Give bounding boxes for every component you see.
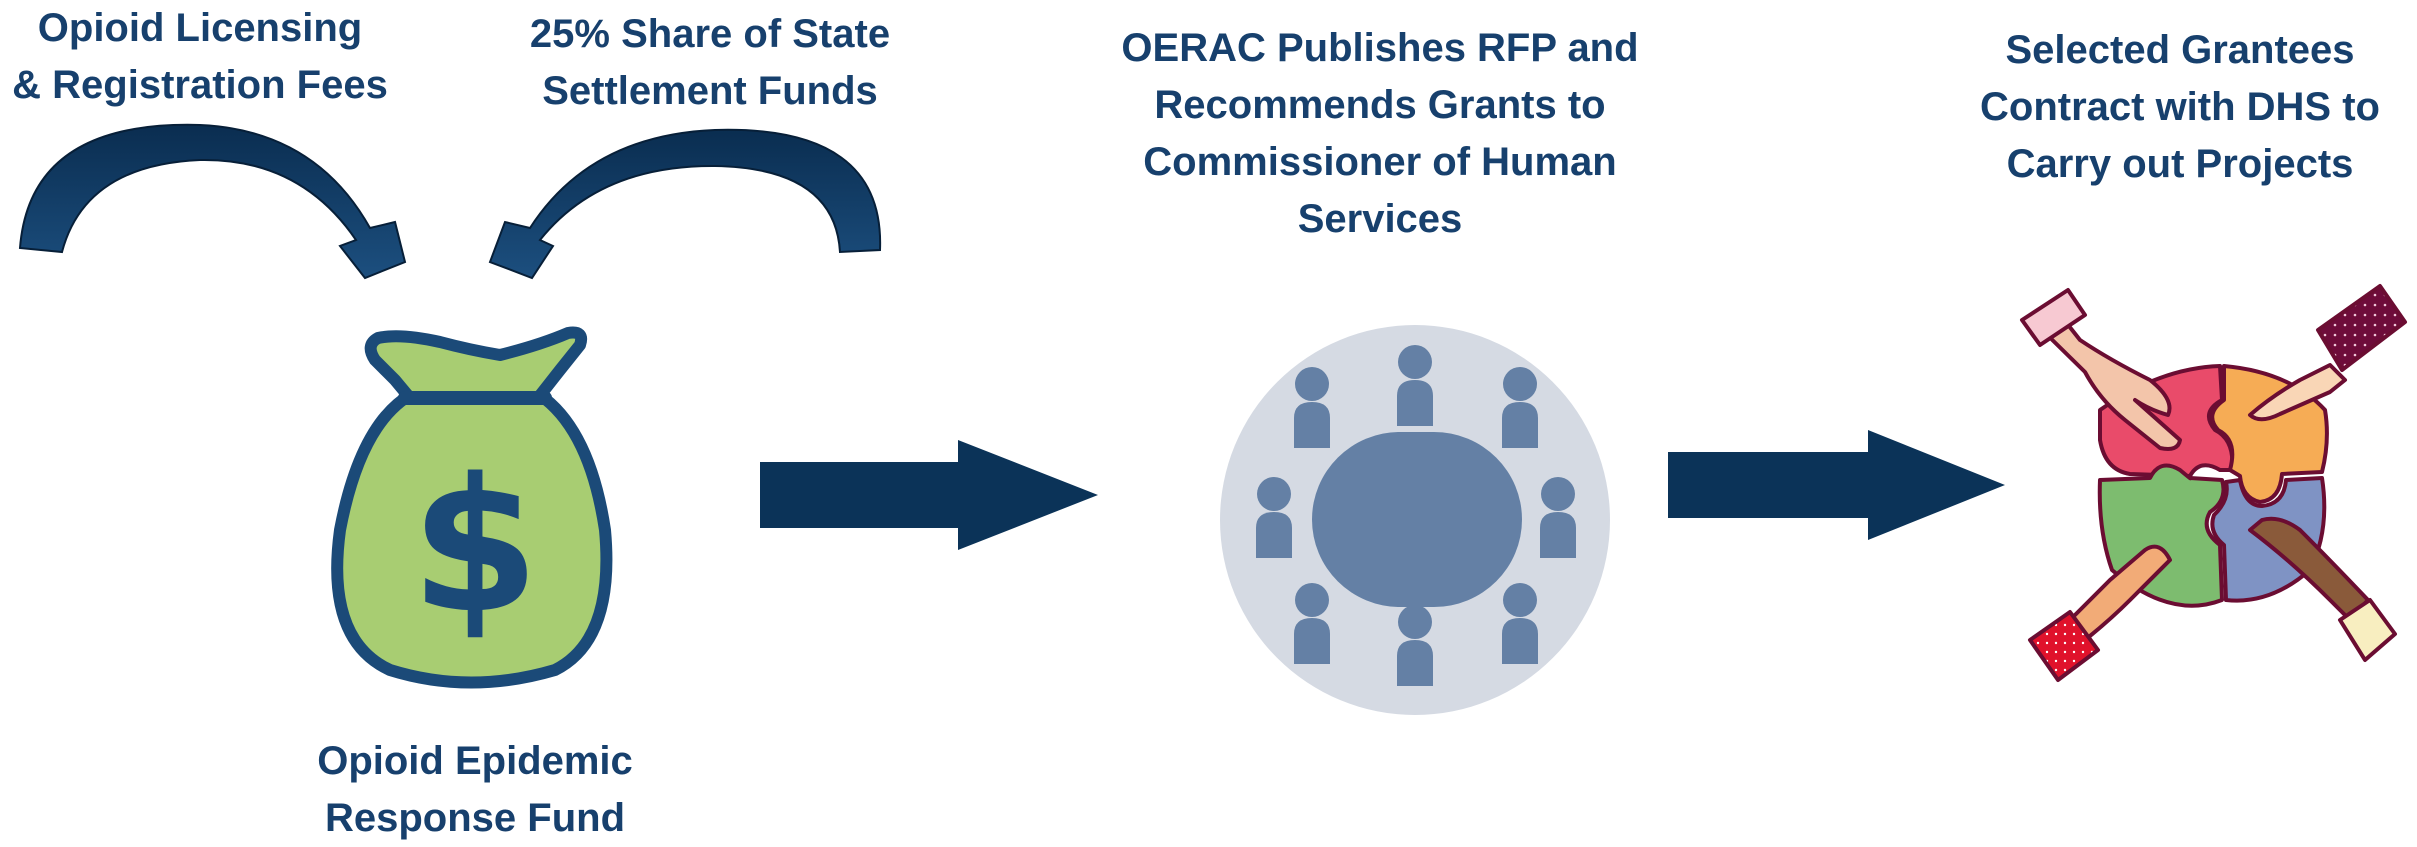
- source-settlement-funds-line-2: Settlement Funds: [542, 69, 878, 113]
- source-licensing-fees-line-2: & Registration Fees: [12, 63, 388, 107]
- dollar-sign-icon: $: [411, 438, 540, 654]
- fund-label-line-1: Opioid Epidemic: [317, 739, 633, 783]
- fund-label-line-2: Response Fund: [324, 796, 626, 840]
- puzzle-hands-icon: [2020, 284, 2407, 682]
- step-grantees-line-1: Selected Grantees: [2005, 28, 2355, 72]
- arrow-to-oerac-icon: [760, 440, 1098, 550]
- curved-arrow-left-icon: [18, 123, 407, 280]
- source-licensing-fees-label: Opioid Licensing & Registration Fees: [0, 0, 400, 114]
- step-oerac-line-4: Services: [1297, 197, 1463, 241]
- step-oerac-line-2: Recommends Grants to: [1154, 83, 1606, 127]
- step-grantees-line-3: Carry out Projects: [2006, 142, 2354, 186]
- meeting-table-icon: [1220, 325, 1610, 715]
- step-oerac-line-3: Commissioner of Human: [1143, 140, 1617, 184]
- step-grantees-line-2: Contract with DHS to: [1980, 85, 2380, 129]
- curved-arrow-right-icon: [488, 128, 882, 280]
- arrow-to-grantees-icon: [1668, 430, 2005, 540]
- step-oerac-line-1: OERAC Publishes RFP and: [1121, 26, 1639, 70]
- source-settlement-funds-label: 25% Share of State Settlement Funds: [510, 6, 910, 120]
- source-licensing-fees-line-1: Opioid Licensing: [37, 6, 363, 50]
- source-settlement-funds-line-1: 25% Share of State: [529, 12, 891, 56]
- step-oerac-label: OERAC Publishes RFP and Recommends Grant…: [1110, 20, 1650, 248]
- fund-label: Opioid Epidemic Response Fund: [280, 733, 670, 847]
- step-grantees-label: Selected Grantees Contract with DHS to C…: [1920, 22, 2417, 193]
- money-bag-icon: $: [331, 326, 613, 689]
